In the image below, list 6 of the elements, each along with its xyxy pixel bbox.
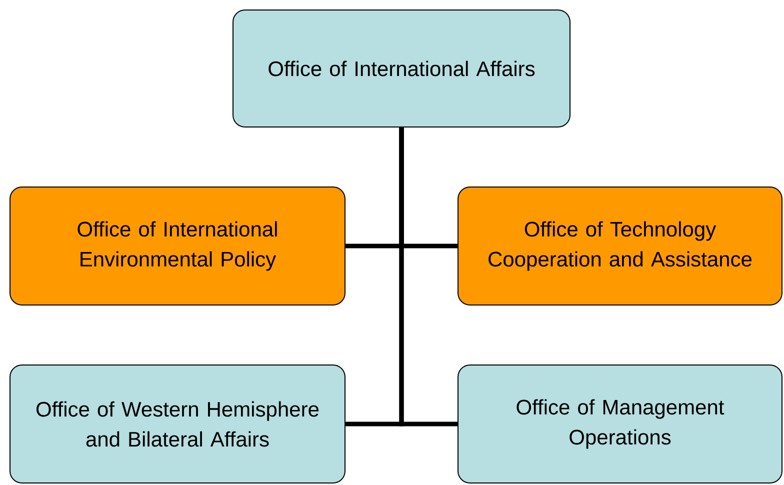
office-box: Office of International Environmental Policy [10, 186, 346, 306]
office-box: Office of Western Hemisphere and Bilateral Affairs [10, 364, 346, 484]
office-box: Office of Management Operations [458, 364, 782, 484]
connector-line [399, 128, 458, 426]
office-box: Office of Technology Cooperation and Assistance [458, 186, 782, 306]
head-office-box: Office of International Affairs [232, 10, 570, 128]
